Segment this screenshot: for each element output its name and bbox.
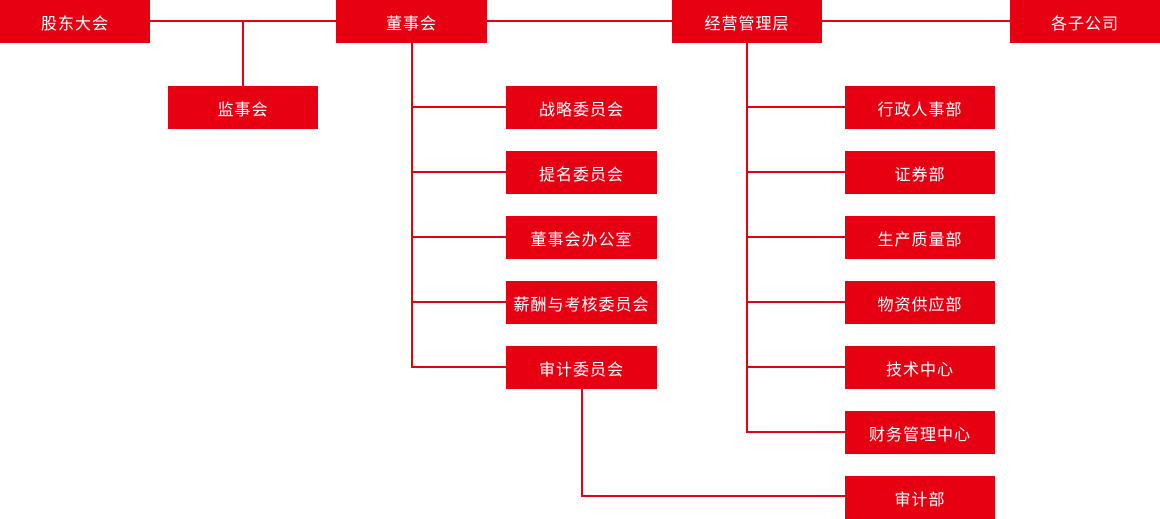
node-management-layer: 经营管理层 — [672, 0, 822, 43]
node-shareholders-meeting: 股东大会 — [0, 0, 150, 43]
node-board-office: 董事会办公室 — [506, 216, 657, 259]
connector-management-technology-center — [746, 366, 845, 368]
connector-audit-committee-drop — [581, 389, 583, 497]
node-board-of-directors: 董事会 — [336, 0, 487, 43]
connector-management-production-quality — [746, 236, 845, 238]
connector-management-finance-center — [746, 431, 845, 433]
connector-board-remuneration — [411, 301, 506, 303]
node-material-supply-dept: 物资供应部 — [845, 281, 995, 324]
node-audit-committee: 审计委员会 — [506, 346, 657, 389]
connector-board-strategy — [411, 106, 506, 108]
connector-management-material-supply — [746, 301, 845, 303]
connector-management-trunk — [746, 43, 748, 433]
node-securities-dept: 证券部 — [845, 151, 995, 194]
node-subsidiaries: 各子公司 — [1010, 0, 1160, 43]
node-admin-hr-dept: 行政人事部 — [845, 86, 995, 129]
connector-management-admin-hr — [746, 106, 845, 108]
connector-board-audit-committee — [411, 366, 506, 368]
node-audit-dept: 审计部 — [845, 476, 995, 519]
connector-board-trunk — [411, 43, 413, 368]
node-finance-management-center: 财务管理中心 — [845, 411, 995, 454]
connector-board-nomination — [411, 171, 506, 173]
node-production-quality-dept: 生产质量部 — [845, 216, 995, 259]
connector-board-office — [411, 236, 506, 238]
node-technology-center: 技术中心 — [845, 346, 995, 389]
connector-shareholders-supervisory — [242, 21, 244, 86]
node-supervisory-board: 监事会 — [168, 86, 318, 129]
connector-audit-committee-audit-dept — [581, 495, 845, 497]
node-strategy-committee: 战略委员会 — [506, 86, 657, 129]
connector-top-row — [150, 20, 1010, 22]
connector-management-securities — [746, 171, 845, 173]
node-remuneration-committee: 薪酬与考核委员会 — [506, 281, 657, 324]
node-nomination-committee: 提名委员会 — [506, 151, 657, 194]
